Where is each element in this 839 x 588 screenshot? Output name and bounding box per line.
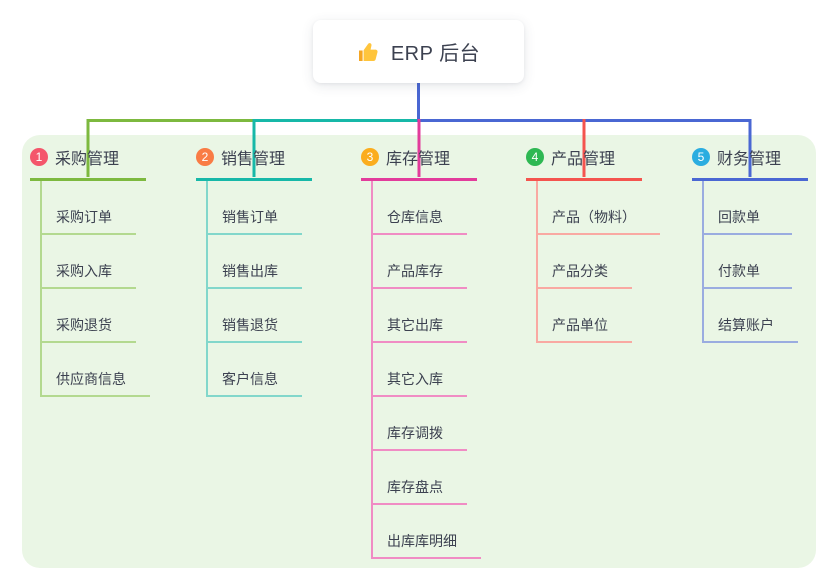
branch-label: 库存管理	[386, 151, 451, 168]
child-node[interactable]: 库存调拨	[373, 397, 481, 451]
branch-label: 销售管理	[221, 151, 286, 168]
child-node[interactable]: 采购退货	[42, 289, 150, 343]
child-node[interactable]: 回款单	[704, 181, 808, 235]
child-node[interactable]: 结算账户	[704, 289, 808, 343]
branch-sales: 2 销售管理 销售订单 销售出库 销售退货 客户信息	[196, 145, 312, 397]
child-node[interactable]: 产品（物料）	[538, 181, 660, 235]
badge-number: 2	[196, 148, 214, 166]
branch-product: 4 产品管理 产品（物料） 产品分类 产品单位	[526, 145, 660, 343]
child-node-label: 其它入库	[373, 369, 467, 397]
branch-children: 回款单 付款单 结算账户	[702, 181, 808, 343]
child-node-label: 采购入库	[42, 261, 136, 289]
child-node[interactable]: 客户信息	[208, 343, 312, 397]
child-node[interactable]: 其它出库	[373, 289, 481, 343]
child-node[interactable]: 采购入库	[42, 235, 150, 289]
branch-label: 财务管理	[717, 151, 782, 168]
child-node-label: 结算账户	[704, 315, 798, 343]
branch-children: 销售订单 销售出库 销售退货 客户信息	[206, 181, 312, 397]
child-node-label: 产品（物料）	[538, 207, 660, 235]
branch-children: 仓库信息 产品库存 其它出库 其它入库 库存调拨 库存盘点 出库库明细	[371, 181, 481, 559]
badge-number: 5	[692, 148, 710, 166]
child-node-label: 采购订单	[42, 207, 136, 235]
branches-panel	[22, 135, 816, 568]
branch-label: 采购管理	[55, 151, 120, 168]
child-node-label: 供应商信息	[42, 369, 150, 397]
branch-purchase: 1 采购管理 采购订单 采购入库 采购退货 供应商信息	[30, 145, 150, 397]
child-node-label: 其它出库	[373, 315, 467, 343]
child-node-label: 仓库信息	[373, 207, 467, 235]
branch-inventory: 3 库存管理 仓库信息 产品库存 其它出库 其它入库 库存调拨 库存盘点 出库库…	[361, 145, 481, 559]
child-node[interactable]: 出库库明细	[373, 505, 481, 559]
child-node[interactable]: 产品分类	[538, 235, 660, 289]
branch-header-inventory[interactable]: 3 库存管理	[361, 145, 477, 181]
root-node-label: ERP 后台	[390, 43, 481, 65]
badge-number: 3	[361, 148, 379, 166]
branch-header-sales[interactable]: 2 销售管理	[196, 145, 312, 181]
child-node[interactable]: 销售出库	[208, 235, 312, 289]
thumbs-up-icon	[358, 42, 378, 61]
root-node[interactable]: ERP 后台	[313, 20, 524, 83]
child-node-label: 回款单	[704, 207, 792, 235]
branch-finance: 5 财务管理 回款单 付款单 结算账户	[692, 145, 808, 343]
child-node-label: 库存调拨	[373, 423, 467, 451]
badge-number: 1	[30, 148, 48, 166]
child-node-label: 销售订单	[208, 207, 302, 235]
child-node[interactable]: 产品单位	[538, 289, 660, 343]
child-node-label: 付款单	[704, 261, 792, 289]
child-node-label: 采购退货	[42, 315, 136, 343]
child-node-label: 销售出库	[208, 261, 302, 289]
child-node[interactable]: 其它入库	[373, 343, 481, 397]
branch-label: 产品管理	[551, 151, 616, 168]
branch-children: 采购订单 采购入库 采购退货 供应商信息	[40, 181, 150, 397]
child-node[interactable]: 付款单	[704, 235, 808, 289]
child-node-label: 产品分类	[538, 261, 632, 289]
child-node[interactable]: 采购订单	[42, 181, 150, 235]
child-node-label: 销售退货	[208, 315, 302, 343]
branch-header-finance[interactable]: 5 财务管理	[692, 145, 808, 181]
branch-header-purchase[interactable]: 1 采购管理	[30, 145, 146, 181]
child-node[interactable]: 供应商信息	[42, 343, 150, 397]
child-node-label: 出库库明细	[373, 531, 481, 559]
badge-number: 4	[526, 148, 544, 166]
child-node[interactable]: 库存盘点	[373, 451, 481, 505]
branch-children: 产品（物料） 产品分类 产品单位	[536, 181, 660, 343]
child-node[interactable]: 产品库存	[373, 235, 481, 289]
child-node[interactable]: 销售退货	[208, 289, 312, 343]
child-node-label: 产品库存	[373, 261, 467, 289]
branch-header-product[interactable]: 4 产品管理	[526, 145, 642, 181]
child-node-label: 库存盘点	[373, 477, 467, 505]
child-node[interactable]: 销售订单	[208, 181, 312, 235]
child-node-label: 产品单位	[538, 315, 632, 343]
child-node[interactable]: 仓库信息	[373, 181, 481, 235]
child-node-label: 客户信息	[208, 369, 302, 397]
